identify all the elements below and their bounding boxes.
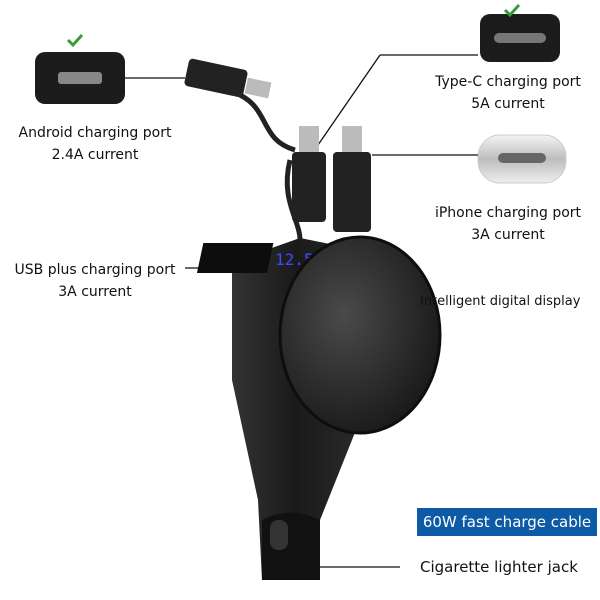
charger-body: 12.5	[196, 235, 442, 580]
android-port-current: 2.4A current	[51, 147, 139, 163]
type-c-port-title: Type-C charging port	[435, 74, 581, 90]
lighter-jack-label: Cigarette lighter jack	[420, 558, 578, 576]
check-icon	[66, 33, 84, 48]
android-port-inset	[35, 33, 125, 104]
usb-port-label: USB plus charging port 3A current	[2, 259, 188, 303]
check-icon	[503, 3, 521, 18]
type-c-port-label: Type-C charging port 5A current	[418, 71, 598, 115]
android-port-title: Android charging port	[18, 125, 172, 141]
usb-port-title: USB plus charging port	[14, 262, 176, 278]
iphone-port-label: iPhone charging port 3A current	[418, 202, 598, 246]
android-port-label: Android charging port 2.4A current	[5, 122, 185, 166]
type-c-port-inset	[480, 3, 560, 62]
display-label: Intelligent digital display	[420, 294, 581, 309]
iphone-port-inset	[477, 134, 567, 184]
type-c-port-current: 5A current	[471, 96, 545, 112]
iphone-port-title: iPhone charging port	[434, 205, 582, 221]
iphone-port-current: 3A current	[471, 227, 545, 243]
cables	[184, 58, 371, 241]
usb-port-current: 3A current	[58, 284, 132, 300]
fast-charge-badge: 60W fast charge cable	[417, 508, 597, 536]
